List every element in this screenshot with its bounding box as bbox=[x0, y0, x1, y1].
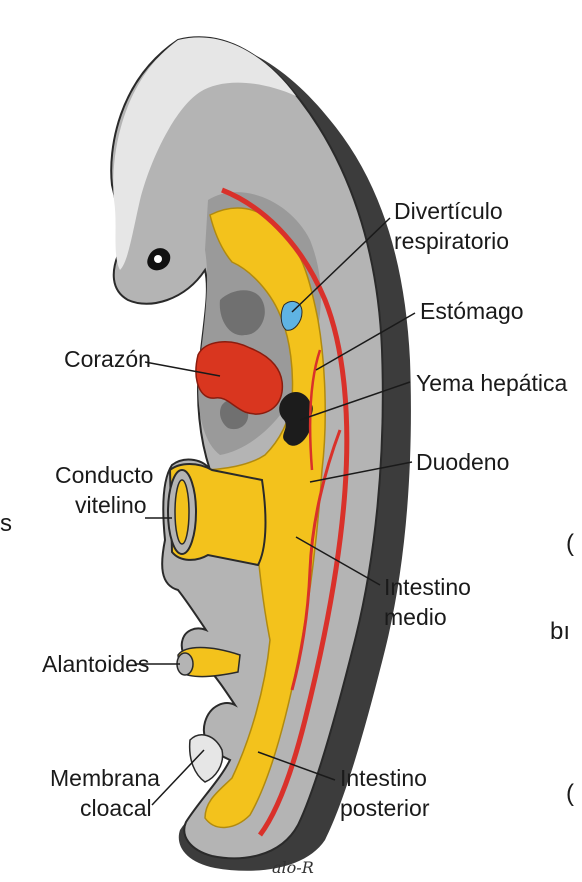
label-conducto-line1: Conducto bbox=[55, 460, 153, 490]
edge-fragment-left: s bbox=[0, 510, 12, 538]
label-intestino-medio: Intestino medio bbox=[384, 572, 471, 632]
label-intestino-posterior: Intestino posterior bbox=[340, 763, 429, 823]
cloacal-membrane bbox=[190, 735, 223, 782]
edge-fragment-right-bu: bı bbox=[550, 618, 570, 646]
label-corazon: Corazón bbox=[64, 344, 151, 374]
otic-vesicle-center bbox=[154, 255, 162, 263]
label-yema-hepatica: Yema hepática bbox=[416, 368, 567, 398]
label-diverticulo-respiratorio: Divertículo respiratorio bbox=[394, 196, 509, 256]
label-membrana-line2: cloacal bbox=[50, 793, 160, 823]
label-conducto-vitelino: Conducto vitelino bbox=[55, 460, 153, 520]
label-conducto-line2: vitelino bbox=[55, 490, 153, 520]
artist-signature: alo-R bbox=[272, 858, 314, 877]
label-intestino-posterior-line2: posterior bbox=[340, 793, 429, 823]
label-membrana-cloacal: Membrana cloacal bbox=[50, 763, 160, 823]
vitelline-duct-lumen bbox=[175, 480, 189, 544]
label-diverticulo-line1: Divertículo bbox=[394, 196, 509, 226]
label-intestino-medio-line2: medio bbox=[384, 602, 471, 632]
label-estomago: Estómago bbox=[420, 296, 524, 326]
label-diverticulo-line2: respiratorio bbox=[394, 226, 509, 256]
label-alantoides: Alantoides bbox=[42, 649, 149, 679]
edge-fragment-right-bottom: ( bbox=[566, 780, 574, 808]
label-intestino-posterior-line1: Intestino bbox=[340, 763, 429, 793]
label-membrana-line1: Membrana bbox=[50, 763, 160, 793]
label-duodeno: Duodeno bbox=[416, 447, 509, 477]
label-intestino-medio-line1: Intestino bbox=[384, 572, 471, 602]
edge-fragment-right-top: ( bbox=[566, 530, 574, 558]
